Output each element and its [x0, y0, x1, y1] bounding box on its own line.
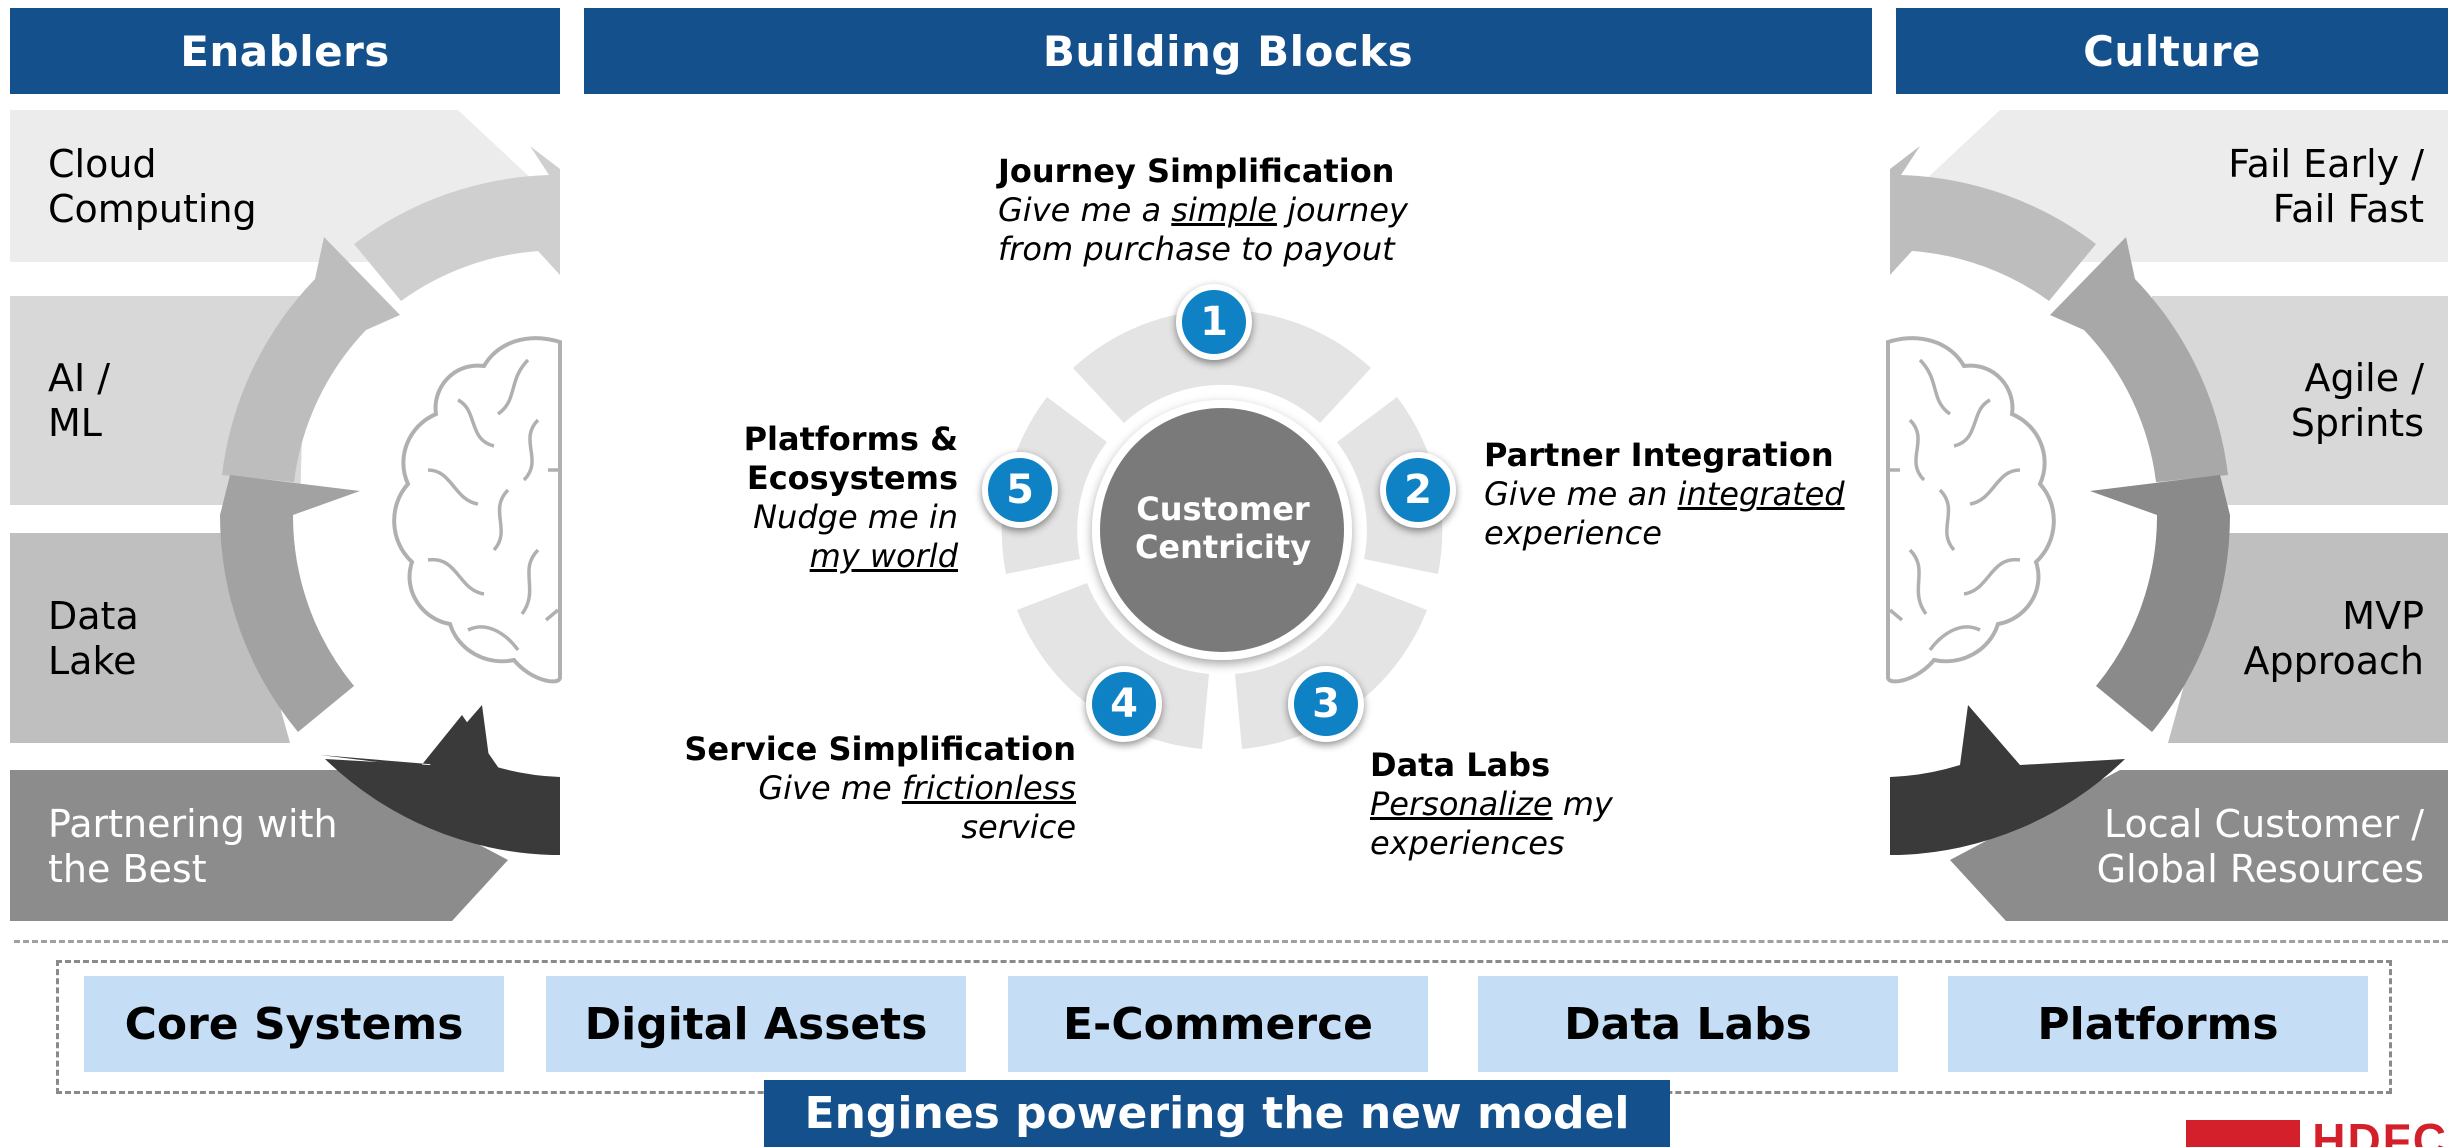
block-badge-1: 1 [1176, 284, 1252, 360]
block-title: Partner Integration [1484, 436, 1834, 474]
block-title: Service Simplification [684, 730, 1076, 768]
block-subtitle: Give me a simple journey from purchase t… [998, 191, 1408, 268]
block-title: Platforms & Ecosystems [743, 420, 958, 497]
culture-agile: Agile / Sprints [2290, 356, 2424, 445]
block-badge-5: 5 [982, 452, 1058, 528]
block-subtitle: Give me an integrated experience [1484, 475, 1845, 552]
culture-fail-early: Fail Early / Fail Fast [2228, 142, 2424, 231]
block-data-labs: Data Labs Personalize my experiences [1370, 746, 1613, 863]
culture-band-agile [2152, 296, 2448, 505]
block-subtitle: Nudge me in my world [753, 498, 958, 575]
enablers-arc [219, 146, 560, 855]
engine-digital-assets: Digital Assets [546, 976, 966, 1072]
section-divider [14, 940, 2448, 943]
enabler-band-data [10, 533, 290, 743]
hdfc-logo: HDFC [2186, 1114, 2448, 1147]
block-subtitle: Personalize my experiences [1370, 785, 1613, 862]
culture-header: Culture [1896, 8, 2448, 94]
block-journey-simplification: Journey Simplification Give me a simple … [998, 152, 1408, 269]
brain-icon [392, 336, 562, 684]
block-platforms-ecosystems: Platforms & Ecosystems Nudge me in my wo… [744, 420, 958, 576]
block-title: Data Labs [1370, 746, 1551, 784]
culture-bands [1908, 110, 2448, 921]
block-title: Journey Simplification [998, 152, 1395, 190]
logo-text: HDFC [2312, 1114, 2448, 1147]
ring-segment-1 [1073, 309, 1371, 423]
enabler-band-partner [10, 770, 508, 921]
culture-band-mvp [2168, 533, 2448, 743]
block-subtitle: Give me frictionless service [758, 769, 1076, 846]
enabler-ai-ml: AI / ML [48, 356, 111, 445]
block-partner-integration: Partner Integration Give me an integrate… [1484, 436, 1845, 553]
building-blocks-header: Building Blocks [584, 8, 1872, 94]
engine-core-systems: Core Systems [84, 976, 504, 1072]
culture-mvp: MVP Approach [2243, 594, 2424, 683]
enabler-partnering: Partnering with the Best [48, 802, 338, 891]
enabler-cloud-computing: Cloud Computing [48, 142, 257, 231]
culture-band-local [1950, 770, 2448, 921]
culture-local-customer: Local Customer / Global Resources [2096, 802, 2424, 891]
enablers-header: Enablers [10, 8, 560, 94]
engine-e-commerce: E-Commerce [1008, 976, 1428, 1072]
block-service-simplification: Service Simplification Give me frictionl… [684, 730, 1076, 847]
engine-data-labs: Data Labs [1478, 976, 1898, 1072]
block-badge-4: 4 [1086, 666, 1162, 742]
brain-icon [1886, 336, 2056, 684]
engines-footer-title: Engines powering the new model [764, 1080, 1670, 1147]
block-badge-3: 3 [1288, 666, 1364, 742]
customer-centricity-circle [1092, 400, 1352, 660]
logo-mark [2186, 1120, 2301, 1147]
engine-platforms: Platforms [1948, 976, 2368, 1072]
culture-arc [1890, 146, 2230, 855]
customer-centricity-label: Customer Centricity [1134, 490, 1312, 566]
enabler-data-lake: Data Lake [48, 594, 139, 683]
block-badge-2: 2 [1380, 452, 1456, 528]
